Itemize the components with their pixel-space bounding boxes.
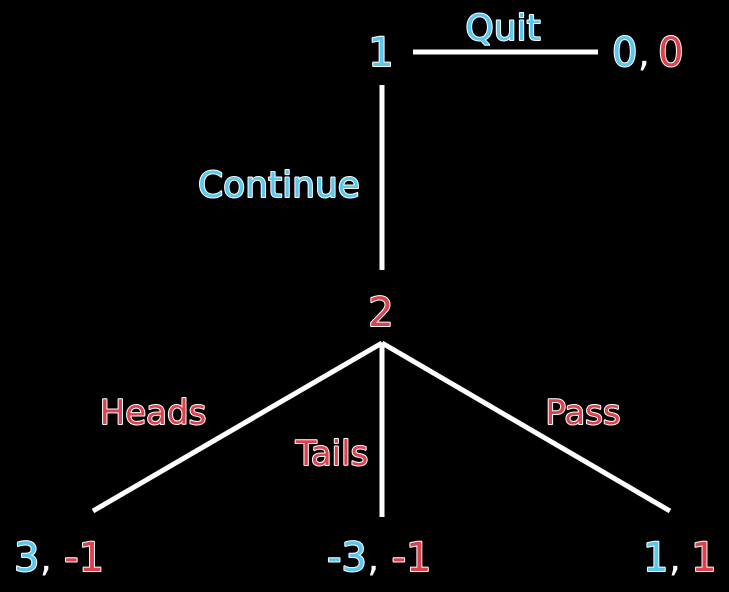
action-quit-label: Quit [465, 8, 540, 49]
payoff-tails-separator: , [367, 535, 380, 581]
payoff-quit: 0,0 [612, 30, 684, 76]
payoff-pass-p1: 1 [643, 535, 668, 581]
payoff-pass-p2: 1 [691, 535, 716, 581]
payoff-quit-p1: 0 [612, 30, 637, 76]
heads-edge [91, 340, 384, 514]
node-player-2: 2 [368, 290, 393, 336]
payoff-quit-separator: , [637, 30, 650, 76]
payoff-tails-p2: -1 [392, 535, 432, 581]
action-pass-label: Pass [545, 393, 620, 433]
payoff-pass-separator: , [668, 535, 681, 581]
payoff-tails: -3, -1 [327, 535, 432, 581]
node-player-1: 1 [368, 30, 393, 76]
pass-edge [380, 340, 672, 514]
payoff-heads: 3, -1 [14, 535, 104, 581]
action-tails-label: Tails [295, 434, 369, 474]
payoff-quit-p2: 0 [658, 30, 683, 76]
action-continue-label: Continue [198, 165, 360, 206]
action-heads-label: Heads [100, 393, 207, 433]
payoff-tails-p1: -3 [327, 535, 367, 581]
payoff-heads-p1: 3 [14, 535, 39, 581]
payoff-pass: 1,1 [643, 535, 717, 581]
payoff-heads-p2: -1 [64, 535, 104, 581]
payoff-heads-separator: , [39, 535, 52, 581]
